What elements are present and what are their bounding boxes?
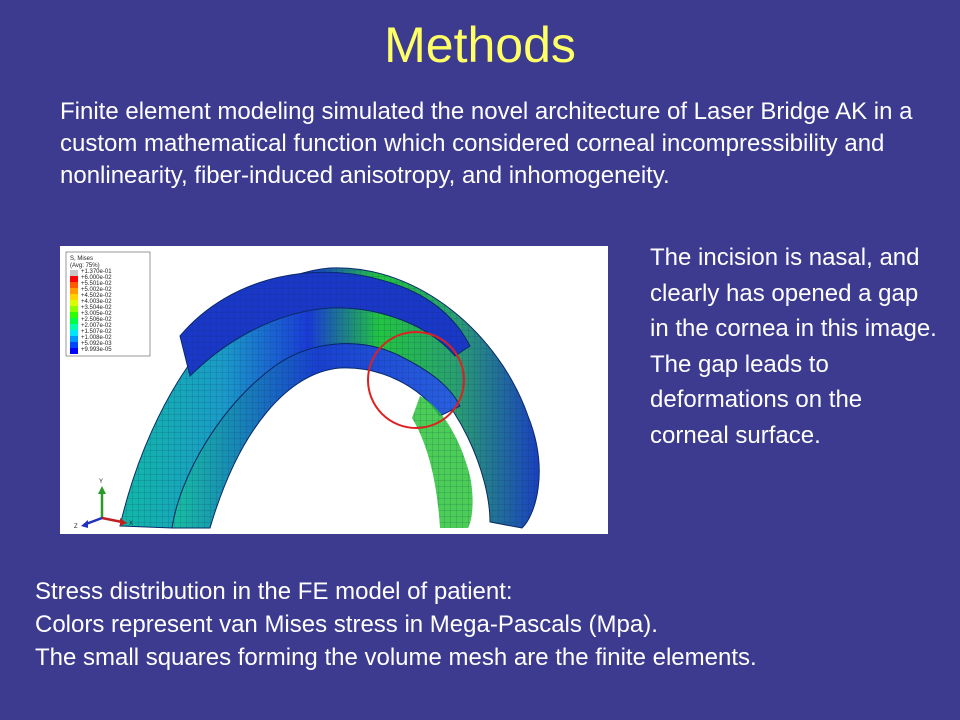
axis-z-label: Z — [74, 524, 78, 530]
side-note: The incision is nasal, and clearly has o… — [650, 244, 937, 449]
legend-label: +1.507e-02 — [81, 329, 112, 335]
legend-title: S, Mises — [70, 256, 93, 262]
caption-line-3: The small squares forming the volume mes… — [35, 644, 757, 671]
axis-x-label: X — [129, 521, 133, 527]
axis-triad: Y X Z — [74, 479, 133, 530]
legend-swatch — [70, 318, 78, 324]
legend-swatch — [70, 300, 78, 306]
caption-line-1: Stress distribution in the FE model of p… — [35, 578, 513, 605]
fe-model-figure: S, Mises (Avg: 75%) +1.370e-01+6.000e-02… — [60, 246, 608, 534]
legend-label: +4.003e-02 — [81, 299, 112, 305]
legend-swatch — [70, 270, 78, 276]
legend-subtitle: (Avg: 75%) — [70, 263, 100, 269]
legend-swatch — [70, 336, 78, 342]
legend-label: +5.501e-02 — [81, 281, 112, 287]
legend-swatch — [70, 330, 78, 336]
stress-legend: S, Mises (Avg: 75%) +1.370e-01+6.000e-02… — [65, 251, 151, 357]
intro-paragraph: Finite element modeling simulated the no… — [60, 98, 913, 189]
figure-caption: Stress distribution in the FE model of p… — [35, 575, 945, 674]
slide-title: Methods — [384, 17, 576, 73]
legend-label: +4.502e-02 — [81, 293, 112, 299]
axis-y-label: Y — [99, 479, 103, 485]
legend-label: +3.504e-02 — [81, 305, 112, 311]
legend-label: +5.002e-02 — [81, 287, 112, 293]
legend-label: +3.005e-02 — [81, 311, 112, 317]
incision-highlight-circle — [367, 331, 465, 429]
legend-label: +1.008e-02 — [81, 335, 112, 341]
legend-label: +2.506e-02 — [81, 317, 112, 323]
fe-model-illustration: S, Mises (Avg: 75%) +1.370e-01+6.000e-02… — [65, 251, 540, 530]
legend-swatch — [70, 288, 78, 294]
legend-swatch — [70, 294, 78, 300]
legend-swatch — [70, 312, 78, 318]
legend-label: +2.007e-02 — [81, 323, 112, 329]
legend-label: +6.000e-02 — [81, 275, 112, 281]
legend-swatch — [70, 282, 78, 288]
legend-label: +5.092e-03 — [81, 341, 112, 347]
legend-swatch — [70, 348, 78, 354]
legend-swatch — [70, 306, 78, 312]
legend-swatch — [70, 342, 78, 348]
legend-label: +9.993e-05 — [81, 347, 112, 353]
caption-line-2: Colors represent van Mises stress in Meg… — [35, 611, 658, 638]
legend-swatch — [70, 276, 78, 282]
legend-label: +1.370e-01 — [81, 269, 112, 275]
legend-swatch — [70, 324, 78, 330]
